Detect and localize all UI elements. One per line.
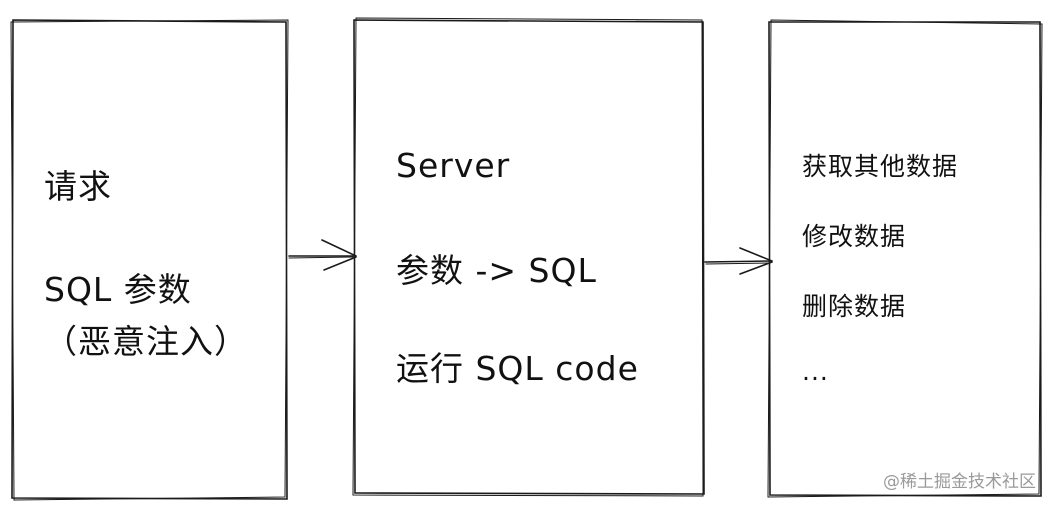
box-result <box>767 19 1043 498</box>
delete-data-label: 删除数据 <box>802 292 907 321</box>
run-sql-code-label: 运行 SQL code <box>396 349 639 388</box>
box-server <box>352 17 705 497</box>
get-other-data-label: 获取其他数据 <box>802 152 959 181</box>
modify-data-label: 修改数据 <box>802 222 907 251</box>
request-label: 请求 <box>44 167 112 206</box>
ellipsis-label: ... <box>802 357 829 386</box>
sql-params-label: SQL 参数 <box>44 270 192 309</box>
malicious-injection-label: （恶意注入） <box>44 322 248 361</box>
arrow-server-to-result <box>704 247 773 275</box>
params-to-sql-label: 参数 -> SQL <box>396 251 597 290</box>
arrow-request-to-server <box>288 239 357 271</box>
box-request <box>10 19 289 501</box>
server-label: Server <box>396 146 511 185</box>
watermark: @稀土掘金技术社区 <box>883 472 1036 492</box>
